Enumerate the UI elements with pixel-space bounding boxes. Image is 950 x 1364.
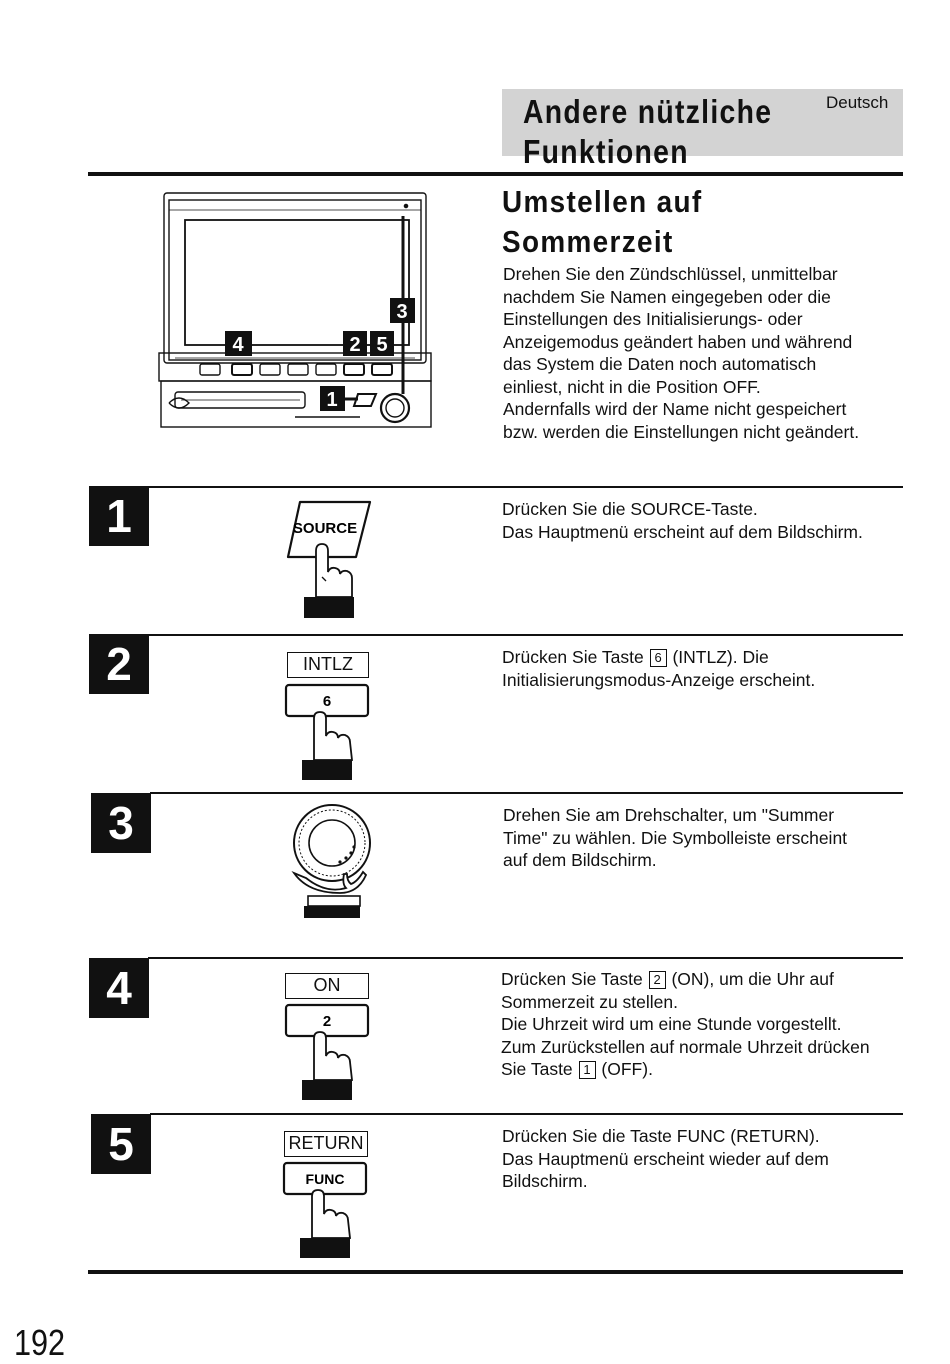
- step-4-number: 4: [89, 958, 149, 1018]
- page-title: Andere nützliche Funktionen: [523, 93, 773, 170]
- step-3-number: 3: [91, 793, 151, 853]
- device-illustration: 4 2 5 3 1: [158, 192, 432, 428]
- func-key-icon: FUNC: [282, 1161, 368, 1258]
- step-3-rule: [150, 792, 903, 794]
- intro-paragraph: Drehen Sie den Zündschlüssel, unmittelba…: [503, 264, 860, 442]
- bottom-rule: [88, 1270, 903, 1274]
- header-background: [502, 89, 903, 156]
- key-6-label: 6: [323, 693, 331, 710]
- step-2-number: 2: [89, 634, 149, 694]
- step-4-rule: [148, 957, 903, 959]
- key-6-icon: 6: [284, 683, 370, 780]
- step-1-rule: [148, 486, 903, 488]
- return-label: RETURN: [284, 1131, 368, 1157]
- step-1-text: Drücken Sie die SOURCE-Taste. Das Hauptm…: [502, 499, 863, 542]
- source-key-label: SOURCE: [293, 520, 357, 537]
- device-callout-4: 4: [232, 334, 244, 356]
- func-key-label: FUNC: [306, 1171, 345, 1187]
- device-callout-5: 5: [376, 334, 387, 356]
- rotary-knob-icon: [291, 804, 371, 918]
- intlz-label: INTLZ: [287, 652, 369, 678]
- key-2-icon: 2: [284, 1003, 370, 1100]
- source-key-icon: SOURCE: [286, 500, 372, 618]
- page-number: 192: [14, 1322, 66, 1363]
- step-1-number: 1: [89, 486, 149, 546]
- step-2-rule: [148, 634, 903, 636]
- step-3-text: Drehen Sie am Drehschalter, um "Summer T…: [503, 805, 848, 870]
- top-rule: [88, 172, 903, 176]
- section-title: Umstellen auf Sommerzeit: [502, 184, 703, 259]
- key-ref-1: 1: [578, 1061, 596, 1079]
- device-callout-2: 2: [349, 334, 360, 356]
- key-ref-2: 2: [648, 971, 666, 989]
- language-label: Deutsch: [826, 93, 889, 112]
- step-2-text: Drücken Sie Taste 6 (INTLZ). Die Initial…: [502, 647, 816, 690]
- on-label: ON: [285, 973, 369, 999]
- key-2-label: 2: [323, 1013, 331, 1030]
- step-5-number: 5: [91, 1114, 151, 1174]
- step-5-text: Drücken Sie die Taste FUNC (RETURN). Das…: [502, 1126, 829, 1191]
- device-callout-1: 1: [326, 389, 337, 411]
- key-ref-6: 6: [649, 649, 667, 667]
- device-callout-3: 3: [396, 301, 407, 323]
- step-5-rule: [150, 1113, 903, 1115]
- step-4-text: Drücken Sie Taste 2 (ON), um die Uhr auf…: [501, 969, 870, 1079]
